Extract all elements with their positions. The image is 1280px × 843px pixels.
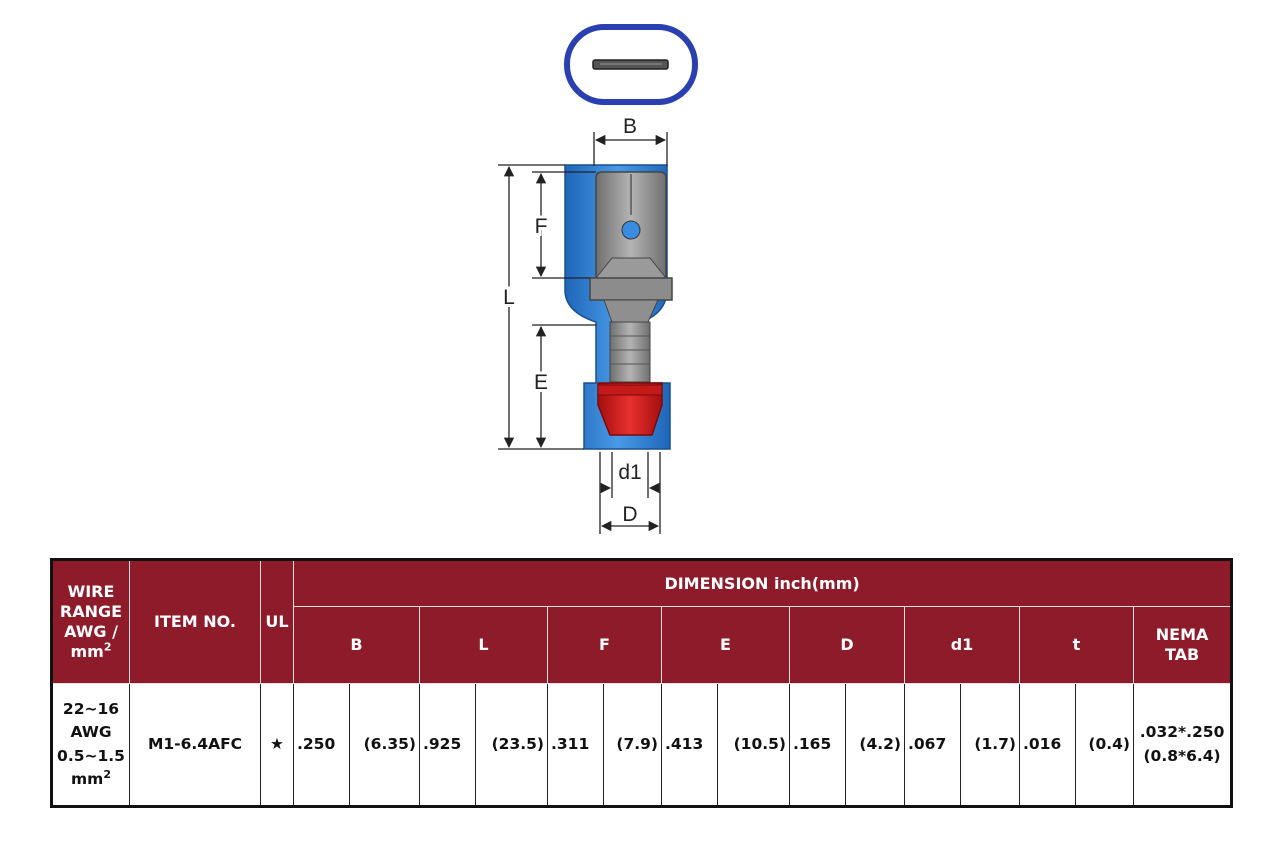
cell-d-inch: .165 bbox=[789, 683, 846, 807]
dim-label-e: E bbox=[534, 371, 548, 394]
detent-hole bbox=[621, 220, 641, 240]
dim-label-d1: d1 bbox=[618, 461, 641, 484]
terminal-body bbox=[564, 164, 673, 450]
dim-label-f: F bbox=[535, 215, 548, 238]
cell-f-inch: .311 bbox=[547, 683, 604, 807]
dim-label-b: B bbox=[623, 115, 637, 138]
cell-e-mm: (10.5) bbox=[717, 683, 790, 807]
cell-d1-inch: .067 bbox=[904, 683, 961, 807]
dimension-lines bbox=[498, 132, 668, 534]
cell-ul-star: ★ bbox=[260, 683, 294, 807]
dim-label-d: D bbox=[622, 503, 637, 526]
cell-t-mm: (0.4) bbox=[1075, 683, 1134, 807]
cell-d1-mm: (1.7) bbox=[960, 683, 1020, 807]
header-col-t: t bbox=[1019, 606, 1134, 684]
cell-f-mm: (7.9) bbox=[603, 683, 662, 807]
header-wire-range: WIRE RANGE AWG / mm2 bbox=[51, 559, 130, 684]
cell-nema-tab: .032*.250 (0.8*6.4) bbox=[1132, 683, 1233, 807]
table-row: 22~16 AWG 0.5~1.5 mm2 M1-6.4AFC ★ .250 (… bbox=[51, 683, 1233, 807]
cell-wire-range: 22~16 AWG 0.5~1.5 mm2 bbox=[51, 683, 130, 807]
header-col-d: D bbox=[789, 606, 905, 684]
header-dimension: DIMENSION inch(mm) bbox=[292, 559, 1233, 607]
end-view bbox=[564, 24, 698, 105]
barrel-metal bbox=[609, 321, 651, 383]
cell-e-inch: .413 bbox=[661, 683, 718, 807]
cell-d-mm: (4.2) bbox=[845, 683, 905, 807]
header-item-no: ITEM NO. bbox=[129, 559, 261, 684]
cell-l-mm: (23.5) bbox=[475, 683, 548, 807]
terminal-drawing: B F L E d1 D bbox=[498, 24, 698, 534]
cell-b-inch: .250 bbox=[293, 683, 350, 807]
cell-item-no: M1-6.4AFC bbox=[129, 683, 261, 807]
header-nema-tab: NEMA TAB bbox=[1132, 606, 1233, 684]
cell-t-inch: .016 bbox=[1019, 683, 1076, 807]
header-col-d1: d1 bbox=[904, 606, 1020, 684]
cell-b-mm: (6.35) bbox=[349, 683, 420, 807]
header-col-f: F bbox=[547, 606, 662, 684]
header-col-l: L bbox=[419, 606, 548, 684]
red-crimp-sleeve bbox=[597, 382, 663, 436]
header-ul: UL bbox=[260, 559, 294, 684]
spec-table: WIRE RANGE AWG / mm2 ITEM NO. UL DIMENSI… bbox=[50, 558, 1234, 808]
header-col-e: E bbox=[661, 606, 790, 684]
cell-l-inch: .925 bbox=[419, 683, 476, 807]
dim-label-l: L bbox=[503, 286, 515, 309]
header-col-b: B bbox=[293, 606, 420, 684]
